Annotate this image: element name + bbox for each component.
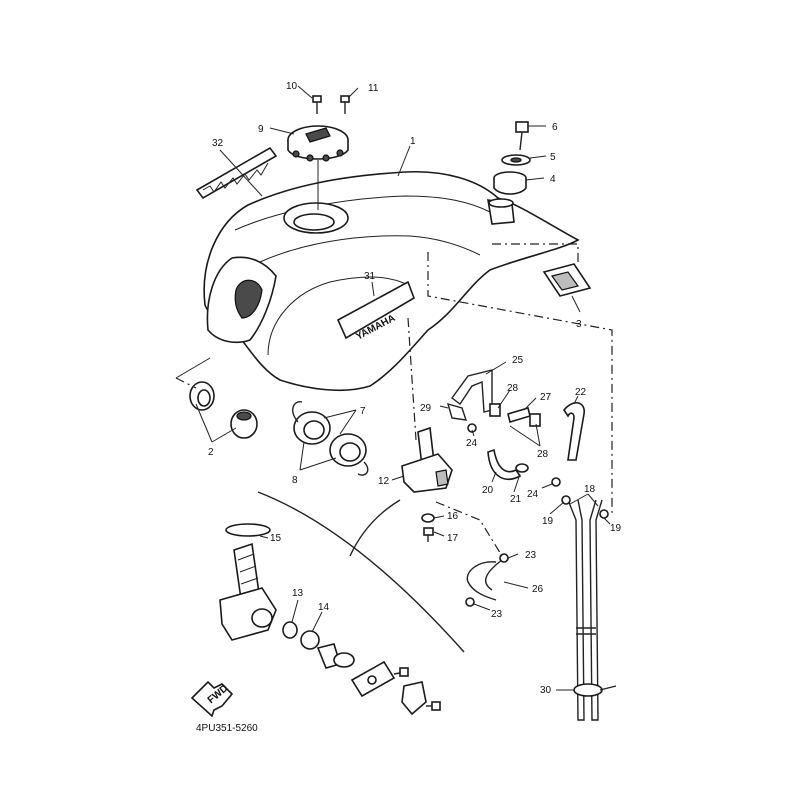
clip-19b[interactable] <box>599 509 609 519</box>
fwd-arrow-icon: FWD <box>190 680 234 718</box>
callout-31: 31 <box>364 271 376 282</box>
callout-24-right: 24 <box>527 489 539 500</box>
callout-13: 13 <box>292 588 304 599</box>
lever[interactable] <box>316 643 355 669</box>
callout-4: 4 <box>550 174 556 185</box>
callout-29: 29 <box>420 403 432 414</box>
callout-11: 11 <box>368 83 379 94</box>
callout-14: 14 <box>318 602 330 613</box>
hose-20[interactable] <box>487 448 522 481</box>
joint-28a[interactable] <box>489 403 501 417</box>
rear-mount-boss <box>487 198 515 225</box>
callout-9: 9 <box>258 124 264 135</box>
leader-lines <box>195 85 611 691</box>
callout-17: 17 <box>447 533 459 544</box>
callout-32: 32 <box>212 138 224 149</box>
callout-7: 7 <box>360 406 366 417</box>
knee-recess <box>206 256 277 344</box>
o-ring-14[interactable] <box>300 630 320 650</box>
o-ring-15[interactable] <box>225 523 271 537</box>
knob[interactable] <box>401 681 427 716</box>
inset-boundary <box>257 491 465 653</box>
bracket-3[interactable] <box>542 263 592 297</box>
damper-2b[interactable] <box>230 409 258 439</box>
callout-23-top: 23 <box>525 550 537 561</box>
bolt-6[interactable] <box>515 121 529 151</box>
callout-5: 5 <box>550 152 556 163</box>
clamp-30[interactable] <box>573 683 617 697</box>
assembly-lines <box>175 243 613 557</box>
callout-12: 12 <box>378 476 390 487</box>
leader-32 <box>219 149 263 197</box>
fuel-cap[interactable] <box>287 125 349 162</box>
washer-5[interactable] <box>501 154 531 166</box>
callout-8: 8 <box>292 475 298 486</box>
callout-23-bottom: 23 <box>491 609 503 620</box>
callout-28-bottom: 28 <box>537 449 549 460</box>
callout-15: 15 <box>270 533 282 544</box>
callout-labels: 1 2 3 4 5 6 7 8 9 10 11 12 13 14 15 16 1… <box>208 81 622 696</box>
callout-19-left: 19 <box>542 516 554 527</box>
knob-screw[interactable] <box>426 701 441 711</box>
gasket-13[interactable] <box>282 621 298 639</box>
callout-16: 16 <box>447 511 459 522</box>
washer-16[interactable] <box>421 513 435 523</box>
callout-6: 6 <box>552 122 558 133</box>
hose-22[interactable] <box>563 402 585 461</box>
damper-2a[interactable] <box>189 381 215 411</box>
callout-22: 22 <box>575 387 587 398</box>
callout-27: 27 <box>540 392 552 403</box>
callout-10: 10 <box>286 81 298 92</box>
clip-29[interactable] <box>446 402 468 421</box>
callout-28-top: 28 <box>507 383 519 394</box>
clip-28b[interactable] <box>529 413 541 427</box>
fuel-cock-body[interactable] <box>219 587 277 641</box>
callout-18: 18 <box>584 484 596 495</box>
hose-26[interactable] <box>466 559 503 601</box>
filler-opening <box>283 202 349 234</box>
callout-3: 3 <box>576 319 582 330</box>
diagram-reference-code: 4PU351-5260 <box>196 723 258 734</box>
callout-24-left: 24 <box>466 438 478 449</box>
callout-1: 1 <box>410 136 416 147</box>
callout-20: 20 <box>482 485 494 496</box>
breather-pipe-18[interactable] <box>567 499 603 721</box>
callout-2: 2 <box>208 447 214 458</box>
callout-21: 21 <box>510 494 522 505</box>
joint-27[interactable] <box>507 406 531 424</box>
cover-8b[interactable] <box>329 433 369 476</box>
callout-26: 26 <box>532 584 544 595</box>
hose-25[interactable] <box>451 369 493 413</box>
damper-4[interactable] <box>493 171 527 195</box>
cover-plate[interactable] <box>350 660 396 698</box>
rubber-strip[interactable] <box>195 146 278 200</box>
cover-8a[interactable] <box>292 401 331 445</box>
callout-30: 30 <box>540 685 552 696</box>
callout-19-right: 19 <box>610 523 622 534</box>
clip-23a[interactable] <box>499 553 509 563</box>
clip-24a[interactable] <box>467 423 477 433</box>
cap-screw-10[interactable] <box>312 95 322 114</box>
clip-23b[interactable] <box>465 597 475 607</box>
clip-24b[interactable] <box>551 477 561 487</box>
inset-pointer <box>349 499 401 557</box>
cap-screw-11[interactable] <box>340 95 350 114</box>
fuel-cock-assy[interactable] <box>401 426 453 493</box>
screw-17[interactable] <box>423 527 434 542</box>
callout-25: 25 <box>512 355 524 366</box>
clip-21[interactable] <box>515 463 529 473</box>
cover-screw[interactable] <box>393 667 409 677</box>
